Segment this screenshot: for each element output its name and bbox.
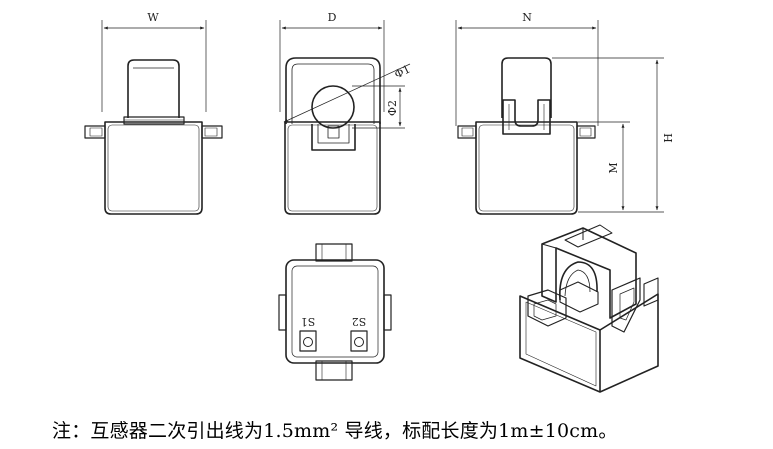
terminal-s2-label: S2 <box>352 315 367 328</box>
front-view <box>84 20 223 215</box>
dim-phi2-label: Φ2 <box>386 100 399 116</box>
dim-h-label: H <box>662 133 675 143</box>
side-view <box>279 20 411 215</box>
dim-phi1-label: Φ1 <box>392 62 412 81</box>
bottom-view <box>278 243 392 381</box>
end-view <box>455 20 664 215</box>
isometric-view <box>519 224 659 393</box>
dim-w-label: W <box>147 11 159 24</box>
dim-d-label: D <box>328 11 337 24</box>
terminal-s1-label: S1 <box>301 315 316 328</box>
dim-m-label: M <box>607 162 620 173</box>
caption-note: 注：互感器二次引出线为1.5mm² 导线，标配长度为1m±10cm。 <box>52 420 618 442</box>
dim-n-label: N <box>522 11 532 24</box>
